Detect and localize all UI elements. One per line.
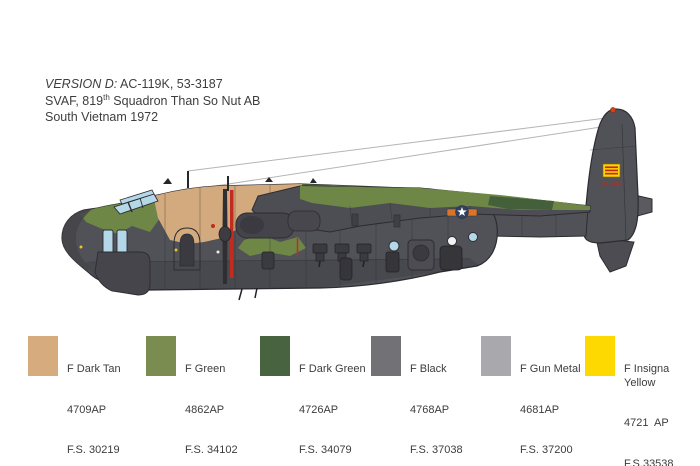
legend-item-dark-green: F Dark Green 4726AP F.S. 34079 — [260, 336, 366, 466]
crew-door — [173, 227, 201, 271]
antenna-wires — [149, 116, 615, 197]
porthole-white — [447, 236, 457, 246]
blade-antennas — [163, 177, 317, 184]
wing-camo-dark-green — [488, 196, 554, 210]
flap-track — [351, 213, 359, 227]
legend-item-green: F Green 4862AP F.S. 34102 — [146, 336, 238, 466]
roof-antennas — [187, 171, 229, 191]
prop-warning-stripe — [230, 190, 234, 278]
color-swatch — [28, 336, 58, 376]
porthole-window — [388, 240, 400, 252]
caption-line-3: South Vietnam 1972 — [45, 110, 159, 124]
legend-item-gun-metal: F Gun Metal 4681AP F.S. 37200 — [481, 336, 581, 466]
version-caption: VERSION D: AC-119K, 53-3187 SVAF, 819th … — [45, 76, 260, 126]
camo-green-lower — [238, 235, 306, 256]
caption-line-2: SVAF, 819th Squadron Than So Nut AB — [45, 92, 261, 108]
stencil-star — [216, 250, 220, 254]
cannon-fairing — [261, 251, 275, 270]
gun-pod — [339, 257, 353, 281]
legend-text: F Gun Metal 4681AP F.S. 37200 — [520, 363, 581, 456]
legend-item-insigna-yellow: F Insigna Yellow 4721 AP F.S.33538 — [585, 336, 700, 466]
cockpit-windows — [113, 189, 159, 215]
minigun-ports — [312, 243, 372, 268]
caption-line-1: VERSION D: AC-119K, 53-3187 — [45, 77, 223, 91]
legend-item-black: F Black 4768AP F.S. 37038 — [371, 336, 463, 466]
rear-ramp-door — [439, 245, 463, 271]
sensor-door — [407, 239, 435, 271]
legend-text: F Insigna Yellow 4721 AP F.S.33538 — [624, 363, 674, 466]
color-swatch — [371, 336, 401, 376]
tail-flag — [602, 163, 621, 178]
engine-nacelle — [235, 210, 321, 239]
red-marker — [211, 224, 215, 228]
nose-radome — [62, 209, 92, 272]
legend-item-dark-tan: F Dark Tan 4709AP F.S. 30219 — [28, 336, 121, 466]
fin-beacon — [610, 107, 616, 113]
paint-legend: F Dark Tan 4709AP F.S. 30219 F Green 486… — [0, 336, 700, 466]
flare-launcher — [385, 251, 400, 273]
vertical-fin: 53-3187 — [583, 107, 639, 244]
color-swatch — [260, 336, 290, 376]
wing — [251, 185, 591, 233]
porthole-window — [468, 232, 478, 242]
ventral-antennas — [238, 287, 258, 301]
color-swatch — [146, 336, 176, 376]
prop-spinner — [218, 226, 232, 242]
stencil-dot — [174, 248, 178, 252]
color-swatch — [481, 336, 511, 376]
tail-serial-text: 53-3187 — [602, 181, 622, 187]
national-insignia — [446, 205, 478, 219]
legend-text: F Dark Tan 4709AP F.S. 30219 — [67, 363, 121, 456]
flap-track — [393, 214, 401, 228]
stencil-dot — [79, 245, 83, 249]
legend-text: F Green 4862AP F.S. 34102 — [185, 363, 238, 456]
lower-front-fairing — [94, 251, 151, 296]
tail-lower-fairing — [595, 237, 635, 273]
legend-text: F Black 4768AP F.S. 37038 — [410, 363, 463, 456]
legend-text: F Dark Green 4726AP F.S. 34079 — [299, 363, 366, 456]
side-windows — [102, 229, 128, 257]
color-swatch — [585, 336, 615, 376]
propeller — [211, 189, 299, 284]
